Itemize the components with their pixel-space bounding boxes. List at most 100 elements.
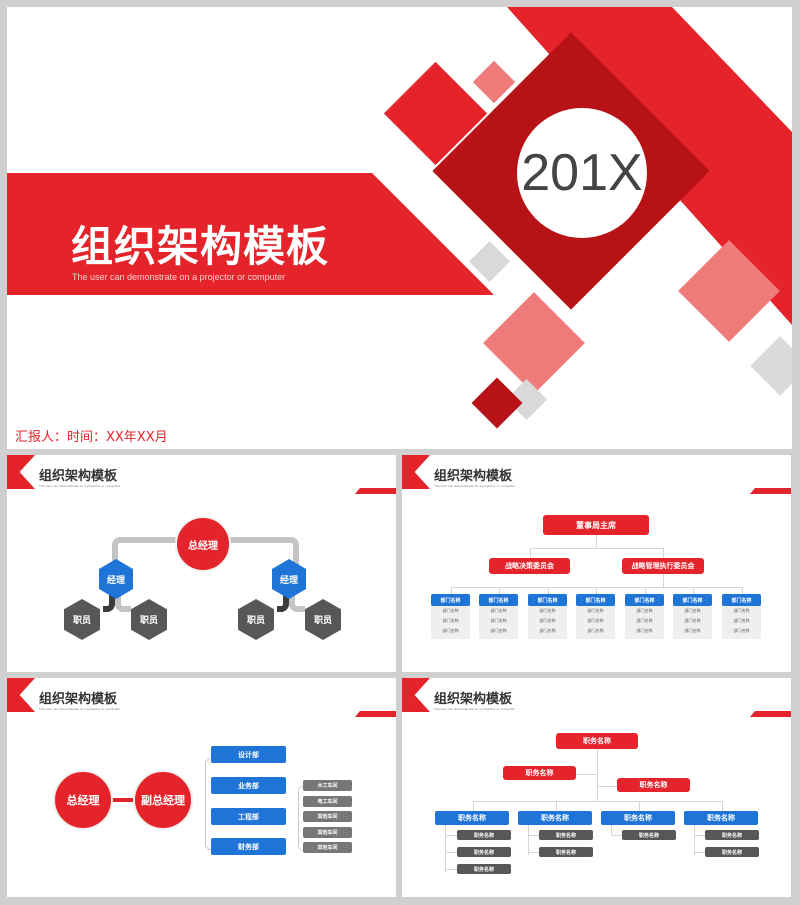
slide-title: 组织架构模板 — [39, 692, 118, 707]
dept-item: 部门名称 — [733, 618, 750, 623]
dept-item: 部门名称 — [539, 628, 556, 633]
position-item-box[interactable]: 职务名称 — [457, 864, 511, 874]
dept-item: 部门名称 — [442, 618, 459, 623]
deputy-label: 副总经理 — [141, 794, 185, 807]
dept-col[interactable]: 部门名称 部门名称 部门名称 部门名称 — [576, 587, 615, 639]
staff-hex[interactable]: 职员 — [305, 599, 341, 640]
cover-subtitle: The user can demonstrate on a projector … — [72, 272, 286, 282]
position-item-box[interactable]: 职务名称 — [705, 830, 759, 840]
connector-staff-right-b — [289, 592, 305, 612]
connector — [528, 825, 529, 855]
slide-board-chart[interactable]: 组织架构模板 The user can demonstrate on a pro… — [402, 455, 791, 672]
workshop-box[interactable]: 木工车间 — [303, 780, 352, 791]
deputy-position-box[interactable]: 职务名称 — [617, 778, 690, 792]
dept-header: 部门名称 — [722, 594, 761, 606]
dept-box[interactable]: 设计部 — [211, 746, 286, 763]
manager-hex-right[interactable]: 经理 — [272, 559, 306, 599]
connector — [499, 587, 500, 594]
slide-title: 组织架构模板 — [434, 469, 513, 484]
connector — [639, 801, 640, 811]
dept-box[interactable]: 工程部 — [211, 808, 286, 825]
connector — [722, 801, 723, 811]
committee-box[interactable]: 战略管理执行委员会 — [622, 558, 704, 574]
gm-circle[interactable]: 总经理 — [175, 516, 231, 572]
dept-item: 部门名称 — [442, 628, 459, 633]
connector — [530, 548, 663, 549]
connector-staff-right-a — [277, 592, 289, 612]
dept-item: 部门名称 — [539, 618, 556, 623]
manager-label: 经理 — [106, 575, 125, 586]
dept-box[interactable]: 财务部 — [211, 838, 286, 855]
connector — [663, 548, 664, 558]
dept-bracket — [205, 758, 213, 850]
header-chevron-icon — [7, 455, 35, 489]
staff-label: 职员 — [139, 616, 158, 626]
position-item-box[interactable]: 职务名称 — [539, 847, 593, 857]
dept-header: 部门名称 — [673, 594, 712, 606]
position-header-box[interactable]: 职务名称 — [601, 811, 675, 825]
connector — [445, 825, 446, 872]
dept-item: 部门名称 — [442, 608, 459, 613]
committee-box[interactable]: 战略决策委员会 — [489, 558, 570, 574]
dept-item: 部门名称 — [587, 628, 604, 633]
staff-hex[interactable]: 职员 — [64, 599, 100, 640]
staff-hex[interactable]: 职员 — [238, 599, 274, 640]
workshop-box[interactable]: 其他车间 — [303, 842, 352, 853]
connector — [742, 587, 743, 594]
gm-circle[interactable]: 总经理 — [53, 770, 113, 830]
cover-slide[interactable]: 201X 组织架构模板 The user can demonstrate on … — [7, 7, 792, 449]
manager-hex-left[interactable]: 经理 — [99, 559, 133, 599]
workshop-box[interactable]: 其他车间 — [303, 811, 352, 822]
position-item-box[interactable]: 职务名称 — [539, 830, 593, 840]
board-chairman-box[interactable]: 董事局主席 — [543, 515, 649, 535]
position-item-box[interactable]: 职务名称 — [622, 830, 676, 840]
dept-header: 部门名称 — [625, 594, 664, 606]
dept-header: 部门名称 — [431, 594, 470, 606]
grey-diamond-right — [750, 336, 792, 396]
dept-item: 部门名称 — [490, 618, 507, 623]
deputy-position-box[interactable]: 职务名称 — [503, 766, 576, 780]
connector — [611, 825, 612, 835]
slide-department-chart[interactable]: 组织架构模板 The user can demonstrate on a pro… — [7, 678, 396, 897]
gm-label: 总经理 — [66, 794, 100, 807]
slide-hex-chart[interactable]: 组织架构模板 The user can demonstrate on a pro… — [7, 455, 396, 672]
connector — [597, 786, 617, 787]
cover-title: 组织架构模板 — [71, 222, 330, 271]
deputy-gm-circle[interactable]: 副总经理 — [133, 770, 193, 830]
dept-col[interactable]: 部门名称 部门名称 部门名称 部门名称 — [479, 587, 518, 639]
dept-box[interactable]: 业务部 — [211, 777, 286, 794]
position-item-box[interactable]: 职务名称 — [705, 847, 759, 857]
position-header-box[interactable]: 职务名称 — [684, 811, 758, 825]
staff-hex[interactable]: 职员 — [131, 599, 167, 640]
dept-col[interactable]: 部门名称 部门名称 部门名称 部门名称 — [722, 587, 761, 639]
workshop-box[interactable]: 其他车间 — [303, 827, 352, 838]
connector-staff-left-a — [103, 592, 115, 612]
dept-item: 部门名称 — [636, 608, 653, 613]
dept-item: 部门名称 — [587, 618, 604, 623]
connector — [576, 774, 597, 775]
connector — [528, 835, 540, 836]
connector — [596, 535, 597, 548]
connector — [445, 852, 457, 853]
dept-item: 部门名称 — [636, 618, 653, 623]
dept-col[interactable]: 部门名称 部门名称 部门名称 部门名称 — [431, 587, 470, 639]
slide-title: 组织架构模板 — [39, 469, 118, 484]
connector — [445, 835, 457, 836]
dept-col[interactable]: 部门名称 部门名称 部门名称 部门名称 — [625, 587, 664, 639]
position-header-box[interactable]: 职务名称 — [518, 811, 592, 825]
year-circle: 201X — [517, 108, 647, 238]
dept-col[interactable]: 部门名称 部门名称 部门名称 部门名称 — [528, 587, 567, 639]
root-position-box[interactable]: 职务名称 — [556, 733, 638, 749]
dept-item: 部门名称 — [490, 628, 507, 633]
position-item-box[interactable]: 职务名称 — [457, 830, 511, 840]
header-accent-bar — [355, 488, 396, 494]
slide-subtitle: The user can demonstrate on a projector … — [39, 484, 120, 488]
staff-label: 职员 — [246, 616, 265, 626]
dept-col[interactable]: 部门名称 部门名称 部门名称 部门名称 — [673, 587, 712, 639]
position-item-box[interactable]: 职务名称 — [457, 847, 511, 857]
workshop-box[interactable]: 电工车间 — [303, 796, 352, 807]
connector — [694, 852, 706, 853]
position-header-box[interactable]: 职务名称 — [435, 811, 509, 825]
header-chevron-icon — [402, 455, 430, 489]
slide-position-chart[interactable]: 组织架构模板 The user can demonstrate on a pro… — [402, 678, 791, 897]
